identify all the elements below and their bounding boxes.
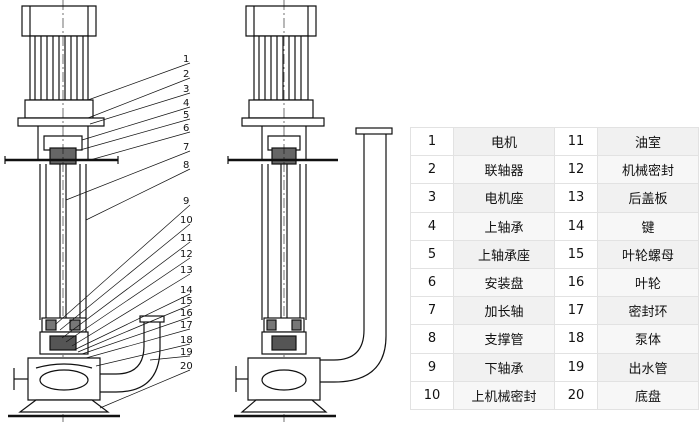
parts-list-body: 1 电机 11 油室 2 联轴器 12 机械密封 3 电机座 13 后盖板 4 … bbox=[410, 126, 699, 411]
callout-7: 7 bbox=[183, 142, 189, 153]
callout-15: 15 bbox=[180, 296, 193, 307]
callout-6: 6 bbox=[183, 123, 189, 134]
motor-left bbox=[17, 5, 105, 127]
callout-10: 10 bbox=[180, 215, 193, 226]
part-name: 后盖板 bbox=[597, 183, 699, 213]
part-name: 油室 bbox=[597, 126, 699, 157]
callout-4: 4 bbox=[183, 98, 189, 109]
motor-right bbox=[241, 5, 325, 127]
part-name: 泵体 bbox=[597, 324, 699, 354]
part-number: 2 bbox=[410, 155, 454, 185]
part-number: 20 bbox=[554, 380, 598, 411]
callout-13: 13 bbox=[180, 265, 193, 276]
discharge-elbow-left bbox=[90, 315, 165, 393]
table-row: 3 电机座 13 后盖板 bbox=[410, 183, 699, 213]
part-name: 支撑管 bbox=[453, 324, 555, 354]
base-plate-right bbox=[234, 399, 336, 418]
table-row: 6 安装盘 16 叶轮 bbox=[410, 267, 699, 298]
part-number: 7 bbox=[410, 296, 454, 326]
part-name: 密封环 bbox=[597, 296, 699, 326]
part-name: 联轴器 bbox=[453, 155, 555, 185]
table-row: 1 电机 11 油室 bbox=[410, 126, 699, 157]
part-name: 机械密封 bbox=[597, 155, 699, 185]
part-name: 叶轮螺母 bbox=[597, 239, 699, 269]
pump-section-drawing: 1 2 3 4 5 6 7 8 9 10 11 12 13 14 15 16 1… bbox=[4, 0, 393, 422]
motor-seat-right bbox=[227, 126, 338, 165]
part-number: 18 bbox=[554, 324, 598, 354]
lower-bearing-left bbox=[39, 317, 89, 355]
callout-11: 11 bbox=[180, 233, 193, 244]
part-name: 下轴承 bbox=[453, 352, 555, 382]
part-name: 电机座 bbox=[453, 183, 555, 213]
lower-bearing-right bbox=[261, 317, 307, 355]
callout-3: 3 bbox=[183, 84, 189, 95]
table-row: 9 下轴承 19 出水管 bbox=[410, 352, 699, 382]
part-number: 6 bbox=[410, 267, 454, 298]
part-number: 15 bbox=[554, 239, 598, 269]
part-number: 11 bbox=[554, 126, 598, 157]
part-number: 3 bbox=[410, 183, 454, 213]
part-number: 19 bbox=[554, 352, 598, 382]
callout-2: 2 bbox=[183, 69, 189, 80]
callout-5: 5 bbox=[183, 110, 189, 121]
right-pump-view bbox=[227, 0, 393, 422]
part-number: 4 bbox=[410, 211, 454, 241]
callout-1: 1 bbox=[183, 54, 189, 65]
table-row: 2 联轴器 12 机械密封 bbox=[410, 155, 699, 185]
parts-list-table: 1 电机 11 油室 2 联轴器 12 机械密封 3 电机座 13 后盖板 4 … bbox=[410, 126, 699, 411]
part-number: 16 bbox=[554, 267, 598, 298]
part-name: 键 bbox=[597, 211, 699, 241]
part-number: 9 bbox=[410, 352, 454, 382]
callout-12: 12 bbox=[180, 249, 193, 260]
callout-9: 9 bbox=[183, 196, 189, 207]
table-row: 4 上轴承 14 键 bbox=[410, 211, 699, 241]
part-number: 12 bbox=[554, 155, 598, 185]
callout-18: 18 bbox=[180, 335, 193, 346]
part-number: 1 bbox=[410, 126, 454, 157]
part-name: 上轴承座 bbox=[453, 239, 555, 269]
callout-leaders bbox=[55, 62, 191, 409]
callout-17: 17 bbox=[180, 320, 193, 331]
part-name: 安装盘 bbox=[453, 267, 555, 298]
callout-20: 20 bbox=[180, 361, 193, 372]
left-pump-view bbox=[4, 0, 165, 422]
table-row: 7 加长轴 17 密封环 bbox=[410, 296, 699, 326]
part-name: 底盘 bbox=[597, 380, 699, 411]
part-number: 14 bbox=[554, 211, 598, 241]
discharge-pipe-right bbox=[306, 127, 393, 383]
part-number: 10 bbox=[410, 380, 454, 411]
part-name: 上机械密封 bbox=[453, 380, 555, 411]
part-name: 加长轴 bbox=[453, 296, 555, 326]
part-number: 8 bbox=[410, 324, 454, 354]
part-name: 上轴承 bbox=[453, 211, 555, 241]
table-row: 5 上轴承座 15 叶轮螺母 bbox=[410, 239, 699, 269]
pump-body-left bbox=[13, 357, 101, 401]
motor-seat-left bbox=[4, 126, 119, 165]
table-row: 8 支撑管 18 泵体 bbox=[410, 324, 699, 354]
base-plate-left bbox=[8, 399, 120, 418]
part-name: 出水管 bbox=[597, 352, 699, 382]
table-row: 10 上机械密封 20 底盘 bbox=[410, 380, 699, 411]
part-number: 17 bbox=[554, 296, 598, 326]
part-number: 13 bbox=[554, 183, 598, 213]
callout-8: 8 bbox=[183, 160, 189, 171]
part-number: 5 bbox=[410, 239, 454, 269]
part-name: 叶轮 bbox=[597, 267, 699, 298]
pump-body-right bbox=[235, 357, 321, 401]
callout-14: 14 bbox=[180, 285, 193, 296]
part-name: 电机 bbox=[453, 126, 555, 157]
callout-19: 19 bbox=[180, 347, 193, 358]
callout-16: 16 bbox=[180, 308, 193, 319]
callout-labels: 1 2 3 4 5 6 7 8 9 10 11 12 13 14 15 16 1… bbox=[180, 54, 193, 372]
